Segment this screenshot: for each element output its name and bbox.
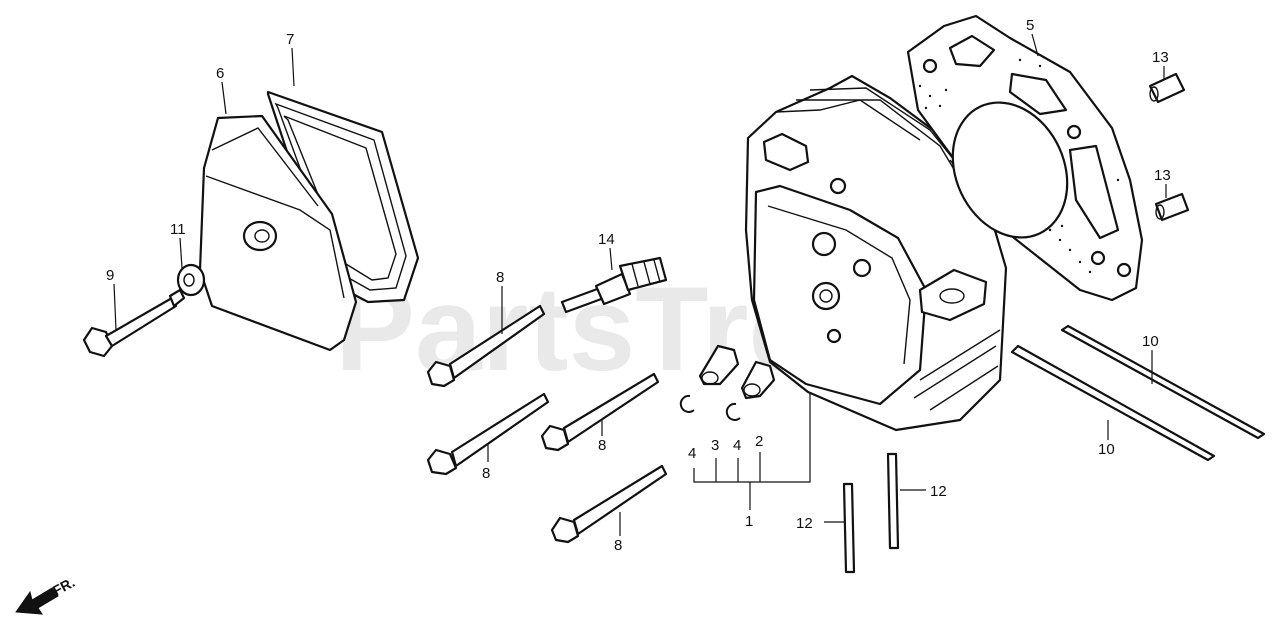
part-8-bolt-lower[interactable]: [550, 464, 668, 544]
part-12-stud-left[interactable]: [842, 482, 856, 574]
callout-8-upper: 8: [496, 269, 504, 286]
part-7-head-cover-gasket[interactable]: [266, 90, 420, 304]
part-12-stud-right[interactable]: [886, 452, 900, 550]
callout-14: 14: [598, 231, 615, 248]
callout-8-middle: 8: [598, 437, 606, 454]
front-direction-indicator: FR.: [15, 574, 77, 615]
callout-3: 3: [711, 437, 719, 454]
callout-labels: 7 6 5 13 13 11 9 14 8 8 8 8 4 3 4 2 1 10…: [106, 17, 1171, 554]
part-10-stud-lower[interactable]: [1010, 344, 1216, 462]
callout-9: 9: [106, 267, 114, 284]
callout-7: 7: [286, 31, 294, 48]
callout-12-right: 12: [930, 483, 947, 500]
part-13-dowel-pin-lower[interactable]: [1154, 192, 1190, 222]
part-11-washer[interactable]: [176, 263, 206, 297]
part-13-dowel-pin-upper[interactable]: [1148, 72, 1186, 104]
part-8-bolt-middle[interactable]: [540, 372, 660, 452]
callout-1: 1: [745, 513, 753, 530]
callout-10-lower: 10: [1098, 441, 1115, 458]
callout-11: 11: [170, 221, 186, 238]
callout-13-upper: 13: [1152, 49, 1169, 66]
callout-12-left: 12: [796, 515, 813, 532]
part-1-cylinder-head[interactable]: [744, 74, 1008, 432]
callout-13-lower: 13: [1154, 167, 1171, 184]
leader-lines: [113, 33, 1167, 536]
front-arrow-icon: [15, 587, 59, 615]
callout-4-left: 4: [688, 445, 696, 462]
callout-8-lower: 8: [614, 537, 622, 554]
part-10-stud-upper[interactable]: [1060, 324, 1266, 440]
callout-5: 5: [1026, 17, 1034, 34]
part-14-spark-plug[interactable]: [560, 256, 668, 314]
part-8-bolt-left[interactable]: [426, 392, 550, 476]
part-8-bolt-upper[interactable]: [426, 304, 546, 388]
callout-4-right: 4: [733, 437, 741, 454]
part-3-valve-guide[interactable]: [698, 344, 740, 386]
callout-6: 6: [216, 65, 224, 82]
part-5-head-gasket[interactable]: [906, 14, 1144, 302]
callout-2: 2: [755, 433, 763, 450]
part-6-head-cover[interactable]: [198, 114, 358, 352]
part-4-clip-left[interactable]: [679, 394, 695, 413]
part-9-cover-bolt[interactable]: [82, 288, 186, 358]
callout-8-left: 8: [482, 465, 490, 482]
part-4-clip-right[interactable]: [725, 402, 741, 421]
callout-10-upper: 10: [1142, 333, 1159, 350]
part-2-valve-guide[interactable]: [740, 360, 776, 400]
